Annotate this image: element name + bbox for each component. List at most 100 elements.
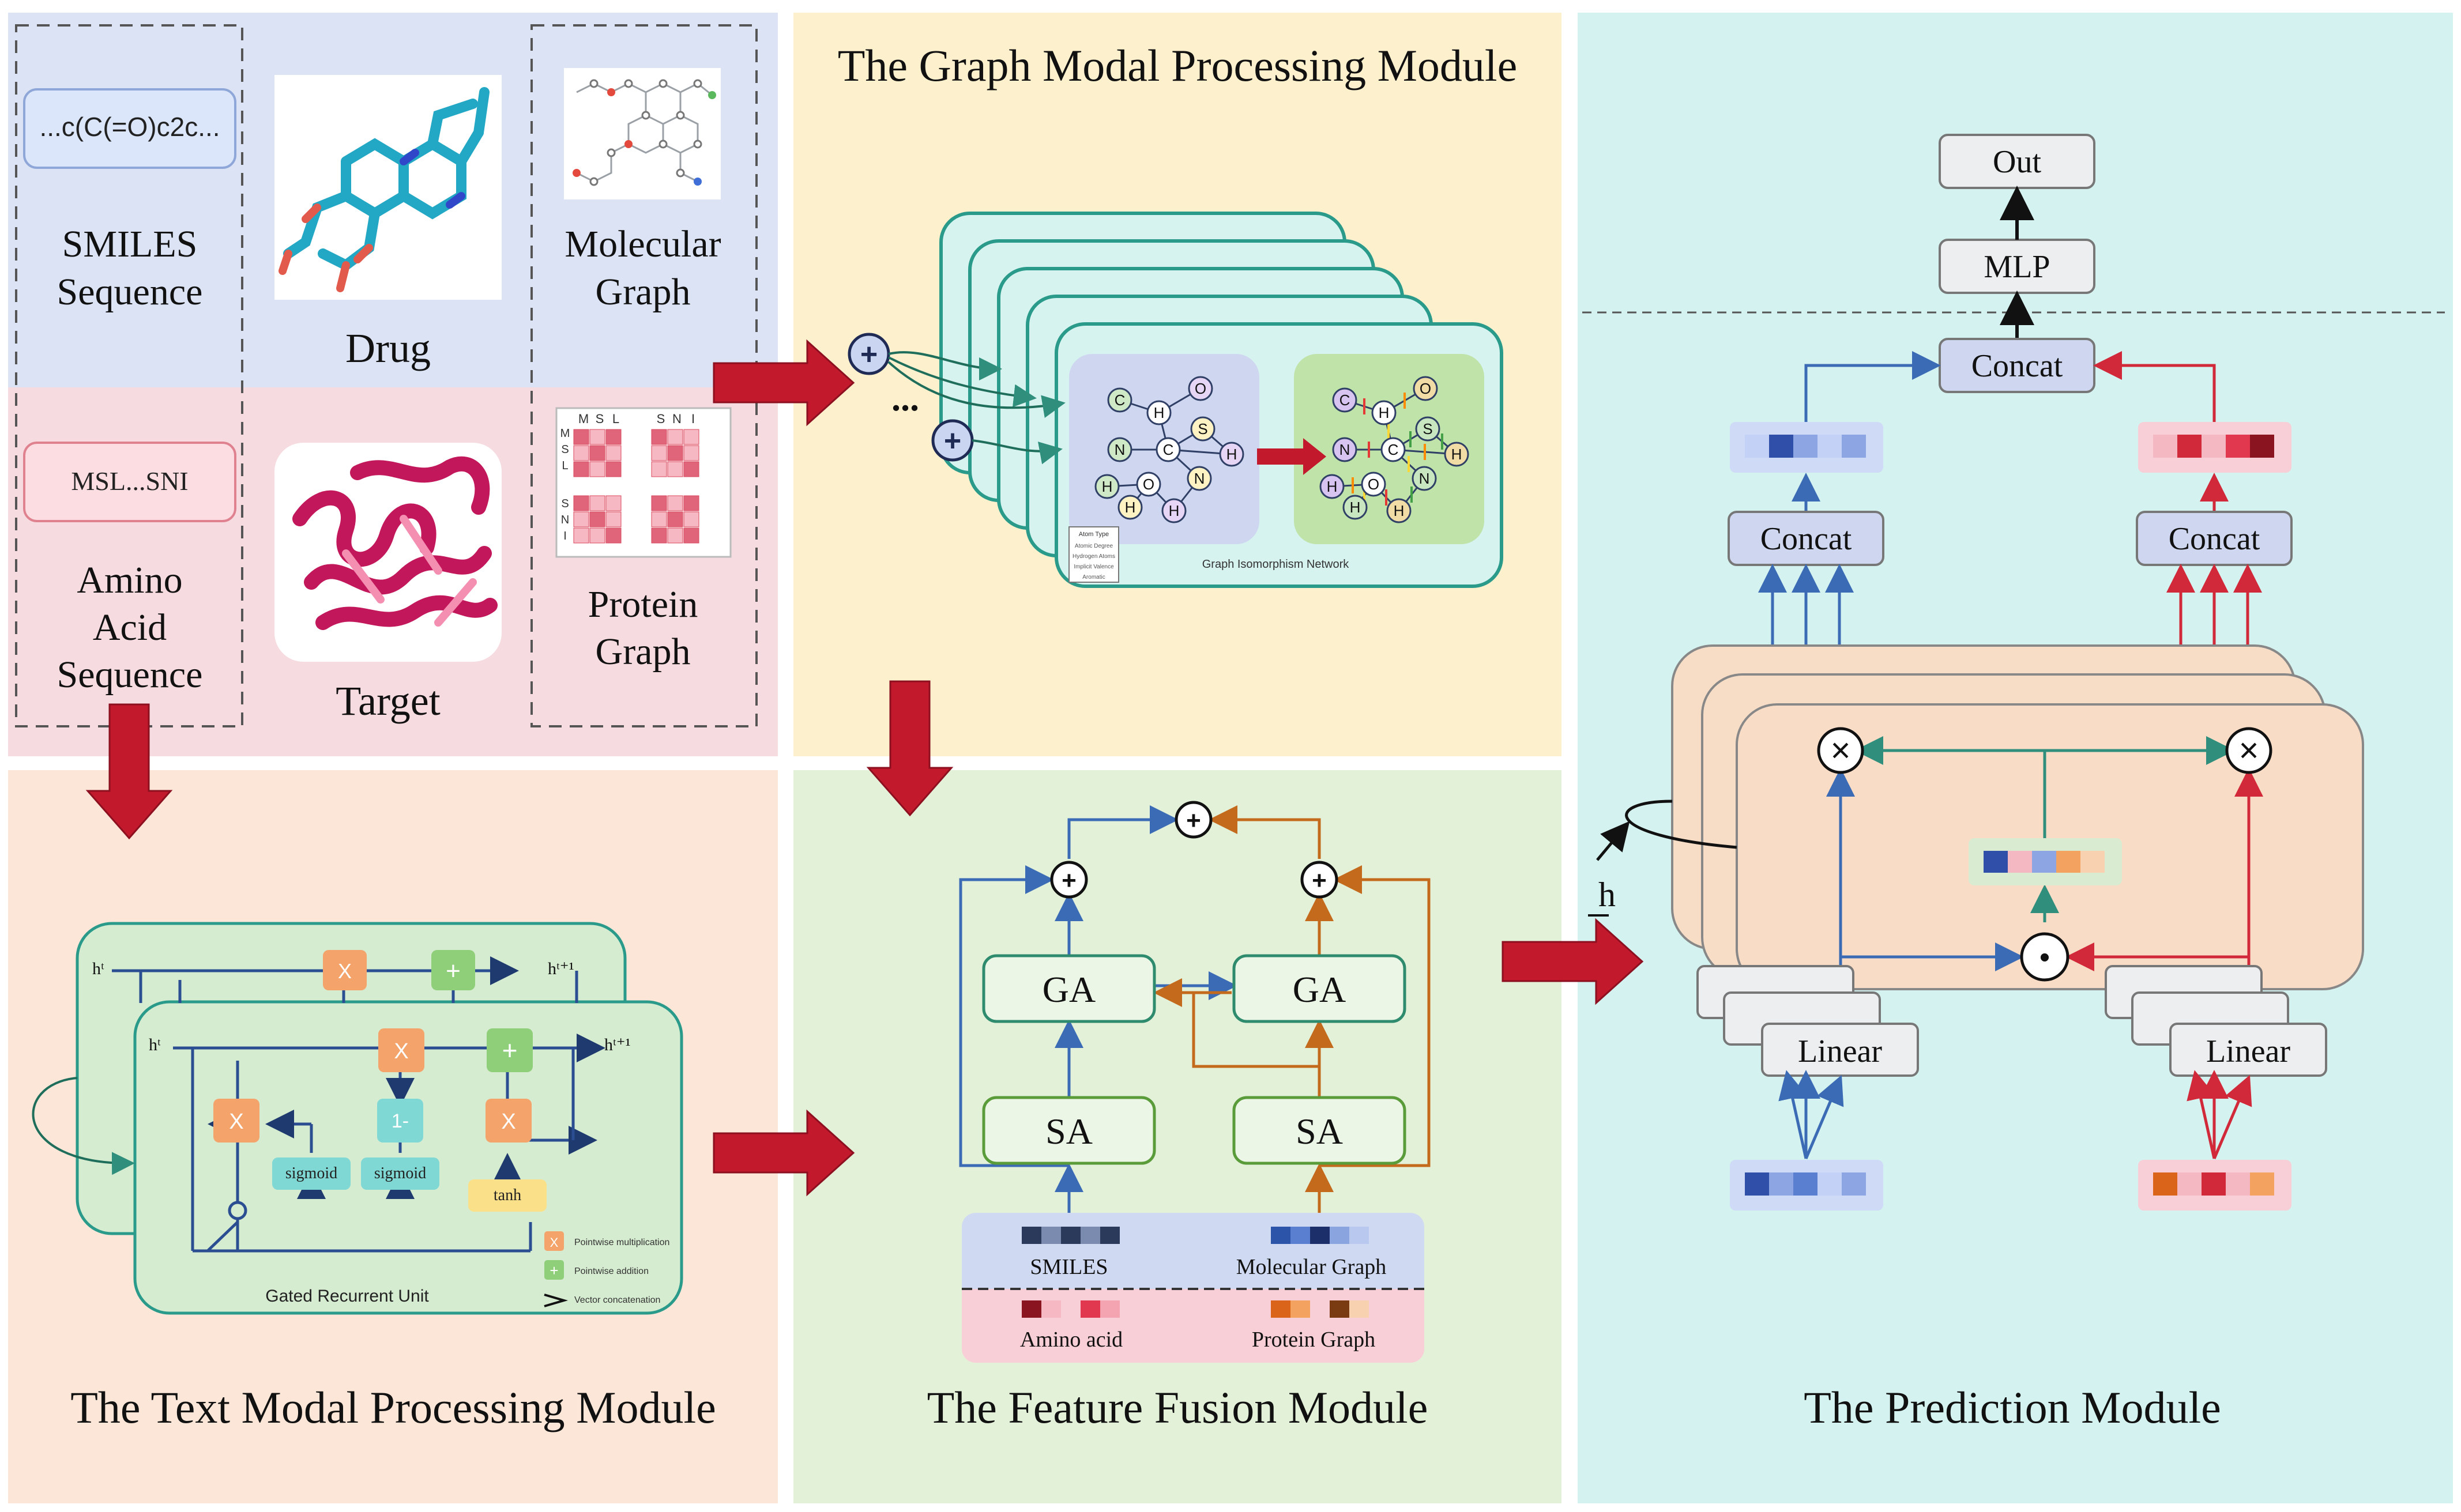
gin-atom-node bbox=[1412, 466, 1437, 491]
protgraph-token bbox=[1310, 1300, 1330, 1318]
gin-atom-label: O bbox=[1143, 476, 1154, 493]
contact-map-cell bbox=[589, 527, 605, 544]
gin-atom-node bbox=[1413, 376, 1438, 401]
contact-map-cell bbox=[605, 445, 622, 461]
fusion-protgraph-label: Protein Graph bbox=[1252, 1328, 1375, 1352]
contact-map-cell bbox=[683, 429, 699, 445]
contact-map-cell bbox=[651, 495, 667, 511]
drug-label: Drug bbox=[345, 325, 431, 371]
gru-mult-gate-tanh: X bbox=[486, 1099, 532, 1143]
protein-contact-map: M S L S N I M S L S N I bbox=[555, 407, 732, 558]
smiles-snippet-box bbox=[23, 88, 236, 169]
contact-map-cell bbox=[651, 527, 667, 544]
fusion-ga-left: GA bbox=[982, 954, 1156, 1023]
gin-atom-label: N bbox=[1115, 441, 1126, 458]
amino-token bbox=[1061, 1300, 1081, 1318]
fusion-add-final bbox=[1175, 801, 1213, 839]
fusion-add-right bbox=[1300, 861, 1338, 899]
protein-graph-label-2: Graph bbox=[596, 631, 691, 673]
amino-label-1: Amino bbox=[77, 559, 182, 601]
contact-map-cell bbox=[605, 511, 622, 527]
svg-text:N: N bbox=[561, 514, 569, 526]
svg-text:N: N bbox=[672, 412, 682, 426]
molecular-graph-label-1: Molecular bbox=[565, 223, 721, 265]
svg-text:×: × bbox=[2238, 731, 2259, 770]
gin-atom-label: S bbox=[1423, 420, 1432, 438]
amino-token bbox=[1041, 1300, 1061, 1318]
fusion-add-left bbox=[1050, 861, 1088, 899]
amino-label-2: Acid bbox=[93, 606, 167, 648]
gin-atom-label: H bbox=[1125, 499, 1136, 516]
gru-mult-gate-top: X bbox=[378, 1028, 424, 1072]
gin-atom-label: H bbox=[1379, 404, 1390, 421]
molecular-graph-label-2: Graph bbox=[596, 271, 691, 313]
gin-atom-node bbox=[1319, 474, 1345, 499]
protein-input-token bbox=[2202, 1172, 2226, 1196]
contact-map-cell bbox=[605, 429, 622, 445]
drug-input-token bbox=[1745, 1172, 1769, 1196]
svg-text:Concat: Concat bbox=[1971, 348, 2063, 384]
svg-text:Concat: Concat bbox=[1760, 521, 1852, 557]
svg-text:SA: SA bbox=[1296, 1111, 1343, 1152]
svg-text:GA: GA bbox=[1293, 969, 1346, 1010]
contact-map-cell bbox=[651, 511, 667, 527]
gin-atom-label: N bbox=[1339, 441, 1350, 458]
svg-text:Linear: Linear bbox=[1798, 1034, 1882, 1069]
amino-label-3: Sequence bbox=[57, 654, 203, 696]
contact-map-cell bbox=[589, 461, 605, 477]
svg-text:Concat: Concat bbox=[2169, 521, 2260, 557]
gin-caption: Graph Isomorphism Network bbox=[1202, 558, 1350, 571]
gru-back-ht: hᵗ bbox=[92, 959, 104, 978]
concat-final-node: Concat bbox=[1939, 338, 2095, 393]
contact-map-cell bbox=[683, 511, 699, 527]
contact-map-cell bbox=[651, 445, 667, 461]
gru-front-ht: hᵗ bbox=[149, 1035, 161, 1054]
gin-atom-node bbox=[1190, 416, 1216, 442]
h-loop bbox=[1625, 800, 1737, 849]
gin-atom-label: C bbox=[1339, 391, 1350, 409]
svg-text:Hydrogen Atoms: Hydrogen Atoms bbox=[1073, 553, 1115, 560]
contact-map-cell bbox=[605, 461, 622, 477]
molgraph-token bbox=[1290, 1227, 1310, 1244]
atom-legend: Atom Type Atomic Degree Hydrogen Atoms I… bbox=[1068, 526, 1119, 583]
gru-sigmoid-reset: sigmoid bbox=[272, 1157, 351, 1190]
svg-text:X: X bbox=[501, 1110, 515, 1134]
svg-text:S: S bbox=[561, 443, 569, 456]
svg-text:L: L bbox=[562, 459, 568, 472]
gin-atom-node bbox=[1332, 437, 1357, 462]
contact-map-cell bbox=[589, 495, 605, 511]
svg-text:Aromatic: Aromatic bbox=[1082, 574, 1105, 580]
amino-snippet: MSL...SNI bbox=[71, 466, 188, 496]
drug-feature-token bbox=[1817, 435, 1842, 458]
smiles-token bbox=[1022, 1227, 1041, 1244]
protgraph-token bbox=[1271, 1300, 1290, 1318]
gin-atom-node bbox=[1161, 498, 1187, 523]
contact-map-cell bbox=[589, 445, 605, 461]
graph-module-title: The Graph Modal Processing Module bbox=[838, 40, 1517, 91]
contact-map-cell bbox=[605, 495, 622, 511]
svg-text:1-: 1- bbox=[392, 1110, 409, 1132]
gin-atom-node bbox=[1332, 387, 1357, 413]
svg-text:Atomic Degree: Atomic Degree bbox=[1075, 543, 1113, 549]
drug-feature-token bbox=[1842, 435, 1866, 458]
gin-atom-node bbox=[1386, 498, 1412, 523]
fusion-add-right-glyph: + bbox=[1312, 866, 1327, 895]
fusion-module-title: The Feature Fusion Module bbox=[927, 1382, 1428, 1432]
attention-weight-token bbox=[1984, 851, 2008, 873]
amino-token bbox=[1022, 1300, 1041, 1318]
gru-front-ht1: hᵗ⁺¹ bbox=[604, 1035, 631, 1054]
concat-protein-node: Concat bbox=[2136, 511, 2293, 566]
gin-atom-label: C bbox=[1115, 391, 1126, 409]
mlp-node: MLP bbox=[1939, 239, 2095, 294]
linear-protein-stack: Linear bbox=[2105, 965, 2327, 1077]
protein-input-token bbox=[2177, 1172, 2202, 1196]
drug-feature-token bbox=[1769, 435, 1793, 458]
svg-text:+: + bbox=[502, 1035, 518, 1065]
arrow-to-graph-module bbox=[713, 339, 855, 427]
drug-structure-image bbox=[274, 75, 502, 300]
gin-atom-node bbox=[1444, 442, 1469, 467]
svg-text:M: M bbox=[560, 427, 570, 440]
protein-input-token bbox=[2226, 1172, 2250, 1196]
